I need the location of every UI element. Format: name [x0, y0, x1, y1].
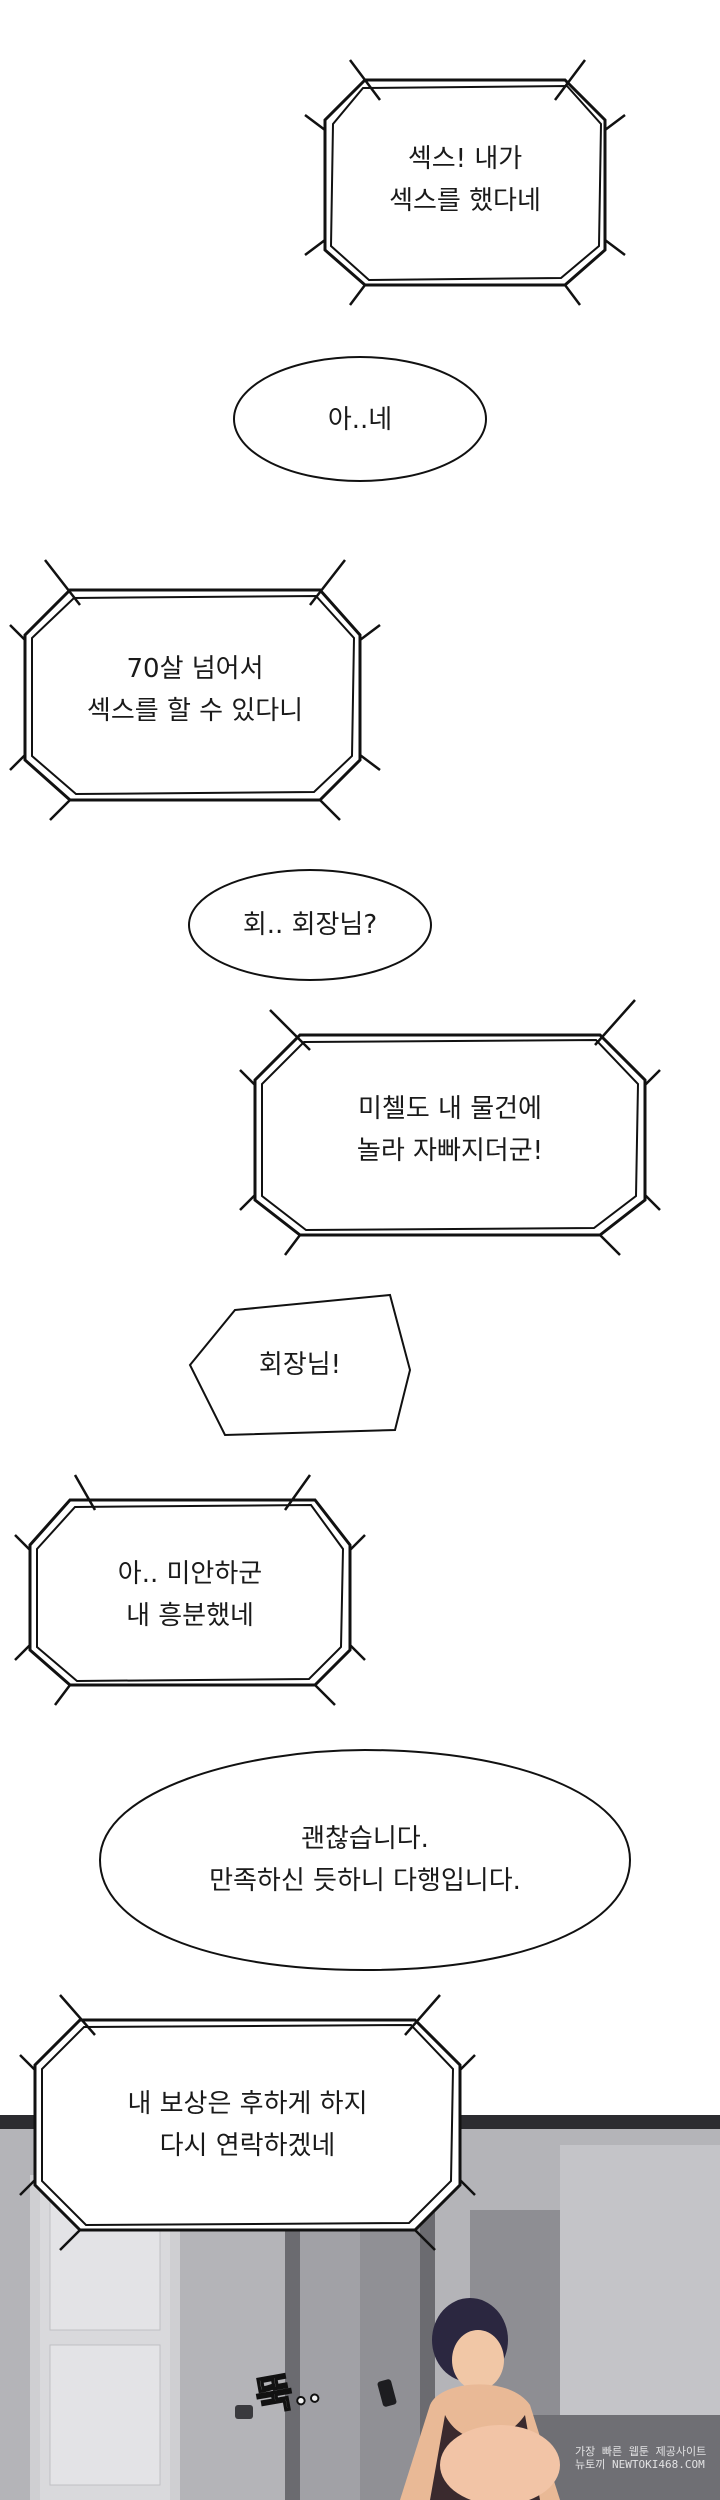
watermark-line-1: 가장 빠른 웹툰 제공사이트 — [575, 2445, 707, 2458]
bubble-7-line-2: 내 흥분했네 — [126, 1601, 254, 1631]
round-bubble-frame — [188, 869, 432, 981]
speech-bubble-4: 회.. 회장님? — [185, 865, 435, 985]
bubble-4-line-1: 회.. 회장님? — [242, 910, 378, 940]
bubble-5-line-2: 놀라 자빠지더군! — [356, 1136, 544, 1166]
shout-bubble-frame — [188, 1293, 412, 1437]
speech-bubble-1: 섹스! 내가 섹스를 했다네 — [304, 59, 626, 306]
bubble-1-line-2: 섹스를 했다네 — [389, 186, 541, 216]
speech-bubble-2: 아..네 — [230, 352, 490, 487]
bubble-9-line-1: 내 보상은 후하게 하지 — [127, 2089, 368, 2119]
speech-bubble-9: 내 보상은 후하게 하지 다시 연락하겠네 — [19, 1994, 476, 2255]
bubble-8-line-1: 괜찮습니다. — [301, 1824, 429, 1854]
speech-bubble-6: 회장님! — [185, 1290, 415, 1440]
spiky-bubble-frame — [239, 999, 661, 1256]
spiky-bubble-frame — [9, 559, 381, 821]
speech-bubble-8: 괜찮습니다. 만족하신 듯하니 다행입니다. — [95, 1745, 635, 1975]
round-bubble-frame — [233, 356, 487, 482]
sound-effect-text: 뚝.. — [251, 2363, 325, 2423]
watermark-line-2: 뉴토끼 NEWTOKI468.COM — [575, 2458, 705, 2471]
bubble-2-line-1: 아..네 — [327, 404, 393, 435]
speech-bubble-3: 70살 넘어서 섹스를 할 수 있다니 — [9, 559, 381, 821]
bubble-5-line-1: 미첼도 내 물건에 — [358, 1094, 542, 1124]
speech-bubble-7: 아.. 미안하군 내 흥분했네 — [14, 1474, 366, 1715]
spiky-bubble-frame — [19, 1994, 476, 2251]
bubble-7-line-1: 아.. 미안하군 — [117, 1559, 263, 1589]
spiky-bubble-frame — [304, 59, 626, 306]
bubble-8-line-2: 만족하신 듯하니 다행입니다. — [209, 1866, 521, 1896]
speech-bubble-5: 미첼도 내 물건에 놀라 자빠지더군! — [239, 999, 661, 1260]
spiky-bubble-frame — [14, 1474, 366, 1706]
watermark: 가장 빠른 웹툰 제공사이트 뉴토끼 NEWTOKI468.COM — [575, 2445, 706, 2471]
bubble-3-line-2: 섹스를 할 수 있다니 — [86, 696, 304, 726]
bubble-9-line-2: 다시 연락하겠네 — [159, 2131, 336, 2161]
round-bubble-frame — [98, 1748, 632, 1972]
bubble-1-line-1: 섹스! 내가 — [407, 144, 523, 174]
bubble-6-line-1: 회장님! — [258, 1350, 342, 1380]
bubble-3-line-1: 70살 넘어서 — [126, 654, 264, 684]
